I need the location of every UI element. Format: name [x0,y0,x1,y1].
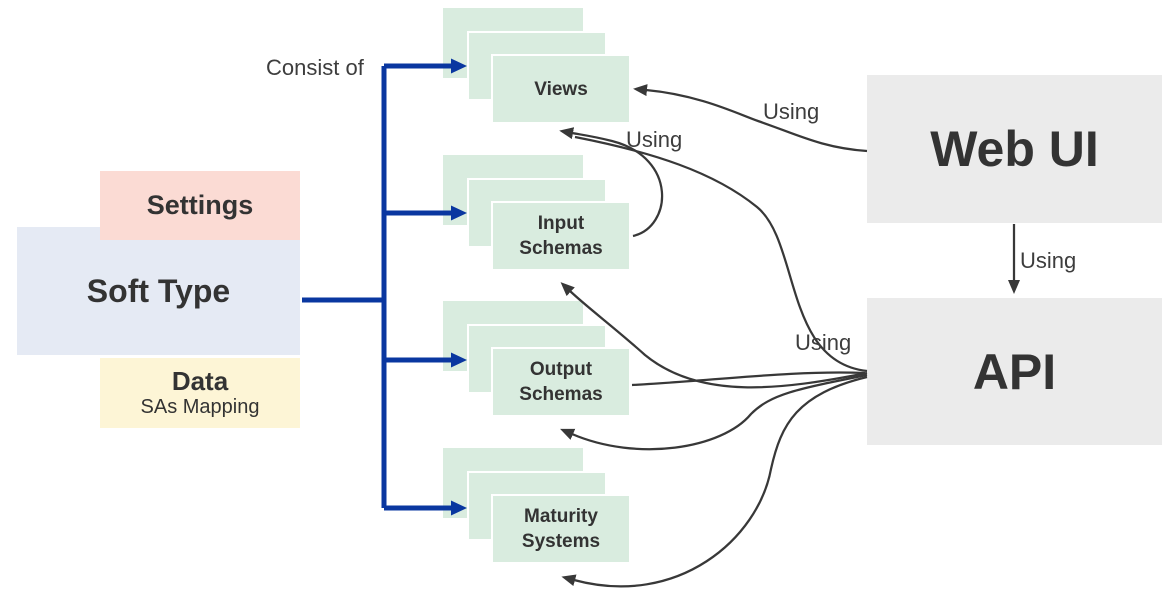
stack-label-views: Views [534,78,588,100]
stack-front-layer: Input Schemas [491,201,631,271]
settings-label: Settings [146,190,254,220]
stack-label-input-schemas: Input Schemas [519,213,603,259]
using-label-webui-views: Using [763,99,820,124]
settings-node: Settings [100,171,300,240]
web-ui-node: Web UI [867,75,1162,223]
using-label-api-fan: Using [795,330,852,355]
web-ui-label: Web UI [930,121,1099,177]
stack-input-schemas: Input Schemas [443,155,632,272]
edge-output-schemas-api [631,371,866,387]
stack-front-layer: Output Schemas [491,347,631,417]
data-node: Data SAs Mapping [100,358,300,428]
soft-type-node: Soft Type [17,227,300,355]
api-label: API [972,343,1057,400]
stack-front-layer: Maturity Systems [491,494,631,564]
soft-type-label: Soft Type [86,272,231,309]
stack-front-layer: Views [491,54,631,124]
stack-output-schemas: Output Schemas [443,301,632,418]
stack-label-maturity-systems: Maturity Systems [521,506,601,552]
stack-maturity-systems: Maturity Systems [443,448,632,565]
stack-label-output-schemas: Output Schemas [519,359,603,405]
data-subtitle: SAs Mapping [140,396,260,419]
using-label-input-views: Using [626,127,683,152]
consist-of-label: Consist of [266,55,364,80]
data-title: Data [171,365,229,396]
api-node: API [867,298,1162,445]
using-label-webui-api: Using [1020,248,1077,273]
stack-views: Views [443,8,632,125]
